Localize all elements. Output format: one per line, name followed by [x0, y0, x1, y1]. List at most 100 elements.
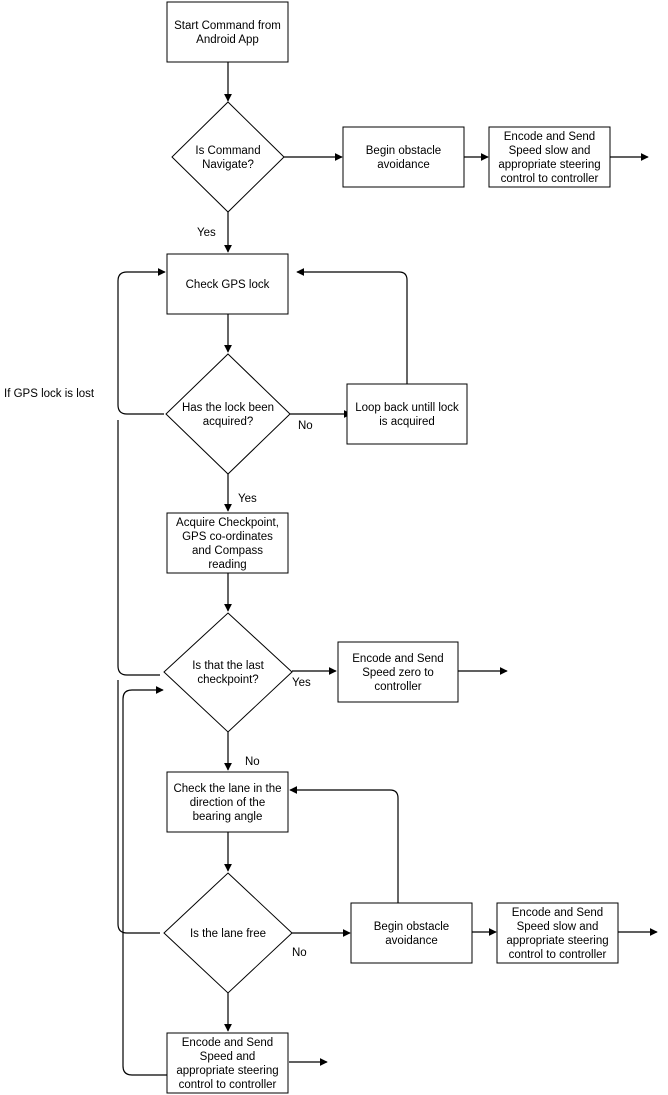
encode-slow-2-box: [496, 902, 619, 964]
lock-acquired-label: Has the lock been acquired?: [182, 402, 274, 428]
node-text-line: Speed slow and: [509, 145, 591, 157]
node-text-line: Speed slow and: [517, 921, 599, 933]
acquire-checkpoint-label: Acquire Checkpoint, GPS co-ordinates and C…: [176, 517, 279, 571]
edge-loopback-to-checkgps: [296, 268, 408, 384]
edge-encode-speed-loop: [122, 686, 167, 1076]
node-text-line: Loop back untill lock: [355, 402, 459, 414]
loop-back-box: [346, 383, 468, 445]
node-text-line: acquired?: [203, 416, 254, 428]
node-text-line: Speed and: [200, 1051, 256, 1063]
loop-back-label: Loop back untill lock is acquired: [355, 402, 459, 428]
lane-free-diamond: [163, 872, 293, 994]
decision-lock-acquired: Has the lock been acquired?: [165, 353, 291, 475]
node-text-line: Check GPS lock: [186, 279, 270, 291]
begin-avoidance-2-node: Begin obstacle avoidance: [350, 902, 473, 964]
node-text-line: bearing angle: [193, 811, 263, 823]
node-text-line: Begin obstacle: [366, 145, 441, 157]
node-text-line: reading: [208, 559, 246, 571]
last-checkpoint-label: Is that the last checkpoint?: [192, 660, 264, 686]
edge-gps-lost-loop: [117, 268, 166, 415]
decision-last-checkpoint: Is that the last checkpoint?: [163, 612, 293, 733]
node-text-line: Begin obstacle: [374, 921, 449, 933]
node-text-line: Encode and Send: [352, 653, 443, 665]
start-box: [166, 1, 289, 63]
node-text-line: is acquired: [379, 416, 435, 428]
no-lane-label: No: [292, 947, 307, 959]
check-lane-node: Check the lane in the direction of the bea…: [166, 771, 289, 833]
yes-navigate-label: Yes: [197, 227, 216, 239]
node-text-line: Android App: [196, 34, 259, 46]
lane-free-label: Is the lane free: [190, 928, 266, 940]
node-text-line: appropriate steering: [506, 935, 608, 947]
begin-avoidance-1-node: Begin obstacle avoidance: [342, 126, 465, 188]
node-text-line: Is that the last: [192, 660, 264, 672]
edge-lanefree-to-gps-loop: [117, 680, 160, 934]
no-last-label: No: [245, 756, 260, 768]
begin-avoidance-1-label: Begin obstacle avoidance: [366, 145, 441, 171]
node-text-line: control to controller: [501, 173, 599, 185]
node-text-line: GPS co-ordinates: [182, 531, 273, 543]
check-lane-box: [166, 771, 289, 833]
no-lock-label: No: [298, 420, 313, 432]
acquire-checkpoint-node: Acquire Checkpoint, GPS co-ordinates and C…: [166, 512, 289, 574]
node-text-line: Encode and Send: [512, 907, 603, 919]
edge-last-to-gps-loop: [117, 420, 160, 676]
node-text-line: Start Command from: [174, 20, 281, 32]
node-text-line: control to controller: [179, 1079, 277, 1091]
node-text-line: appropriate steering: [176, 1065, 278, 1077]
edge-avoid2-to-checklane: [289, 786, 399, 903]
node-text-line: Has the lock been: [182, 402, 274, 414]
node-text-line: avoidance: [385, 935, 437, 947]
lock-acquired-diamond: [165, 353, 291, 475]
encode-speed-box: [166, 1032, 289, 1094]
node-text-line: direction of the: [190, 797, 265, 809]
check-lane-label: Check the lane in the direction of the bea…: [173, 783, 281, 823]
node-text-line: Acquire Checkpoint,: [176, 517, 279, 529]
begin-avoidance-1-box: [342, 126, 465, 188]
is-navigate-diamond: [171, 101, 285, 213]
node-text-line: Encode and Send: [182, 1037, 273, 1049]
begin-avoidance-2-box: [350, 902, 473, 964]
node-text-line: avoidance: [377, 159, 429, 171]
node-text-line: Encode and Send: [504, 131, 595, 143]
check-gps-box: [166, 253, 289, 315]
edges: [117, 62, 658, 1076]
yes-last-label: Yes: [292, 677, 311, 689]
gps-lost-label: If GPS lock is lost: [4, 388, 95, 400]
edge-labels: Yes No Yes Yes No No If GPS lock is lost: [4, 227, 313, 959]
node-text-line: Check the lane in the: [173, 783, 281, 795]
encode-zero-box: [337, 641, 459, 703]
yes-lock-label: Yes: [238, 493, 257, 505]
encode-slow-1-box: [488, 126, 611, 188]
node-text-line: controller: [374, 681, 421, 693]
loop-back-node: Loop back untill lock is acquired: [346, 383, 468, 445]
last-checkpoint-diamond: [163, 612, 293, 733]
decision-lane-free: Is the lane free: [163, 872, 293, 994]
node-text-line: control to controller: [509, 949, 607, 961]
check-gps-node: Check GPS lock: [166, 253, 289, 315]
node-text-line: checkpoint?: [197, 674, 258, 686]
begin-avoidance-2-label: Begin obstacle avoidance: [374, 921, 449, 947]
node-text-line: Is the lane free: [190, 928, 266, 940]
node-text-line: Is Command: [195, 145, 260, 157]
node-text-line: Speed zero to: [362, 667, 434, 679]
check-gps-label: Check GPS lock: [186, 279, 270, 291]
node-text-line: appropriate steering: [498, 159, 600, 171]
acquire-checkpoint-box: [166, 512, 289, 574]
node-text-line: and Compass: [192, 545, 263, 557]
node-text-line: Navigate?: [202, 159, 254, 171]
